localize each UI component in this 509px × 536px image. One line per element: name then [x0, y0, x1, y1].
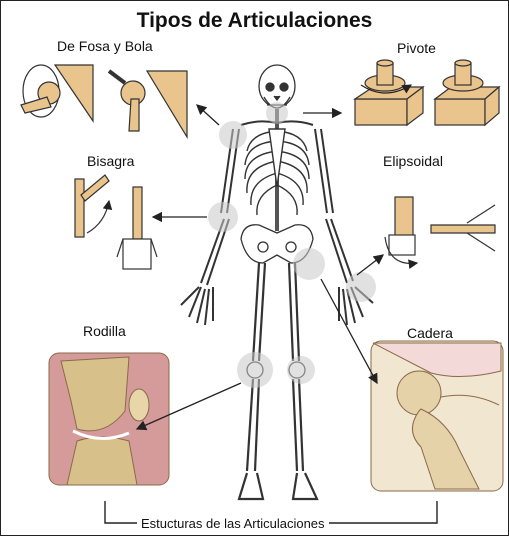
elbow-highlight — [208, 202, 238, 232]
neck-highlight — [266, 102, 288, 124]
diagram-title: Tipos de Articulaciones — [1, 9, 508, 33]
shoulder-highlight — [219, 121, 247, 149]
wrist-highlight — [346, 272, 376, 302]
label-hinge: Bisagra — [87, 153, 134, 169]
label-pivot: Pivote — [397, 40, 436, 56]
label-ellipsoidal: Elipsoidal — [383, 153, 443, 169]
footer-caption: Estucturas de las Articulaciones — [137, 516, 329, 531]
hip-highlight — [293, 248, 325, 280]
knee-highlight — [237, 352, 273, 388]
label-hip: Cadera — [407, 325, 453, 341]
ellipsoidal-illustration — [385, 197, 495, 263]
knee-illustration — [49, 353, 169, 485]
hinge-illustration — [75, 175, 157, 269]
hip-illustration — [371, 341, 503, 491]
pivot-illustration — [355, 60, 499, 125]
skeleton — [181, 65, 373, 499]
ball-socket-illustration — [21, 65, 187, 137]
label-knee: Rodilla — [83, 323, 126, 339]
skull — [259, 65, 295, 108]
label-ball-socket: De Fosa y Bola — [57, 38, 153, 54]
knee-highlight-right — [287, 356, 315, 384]
